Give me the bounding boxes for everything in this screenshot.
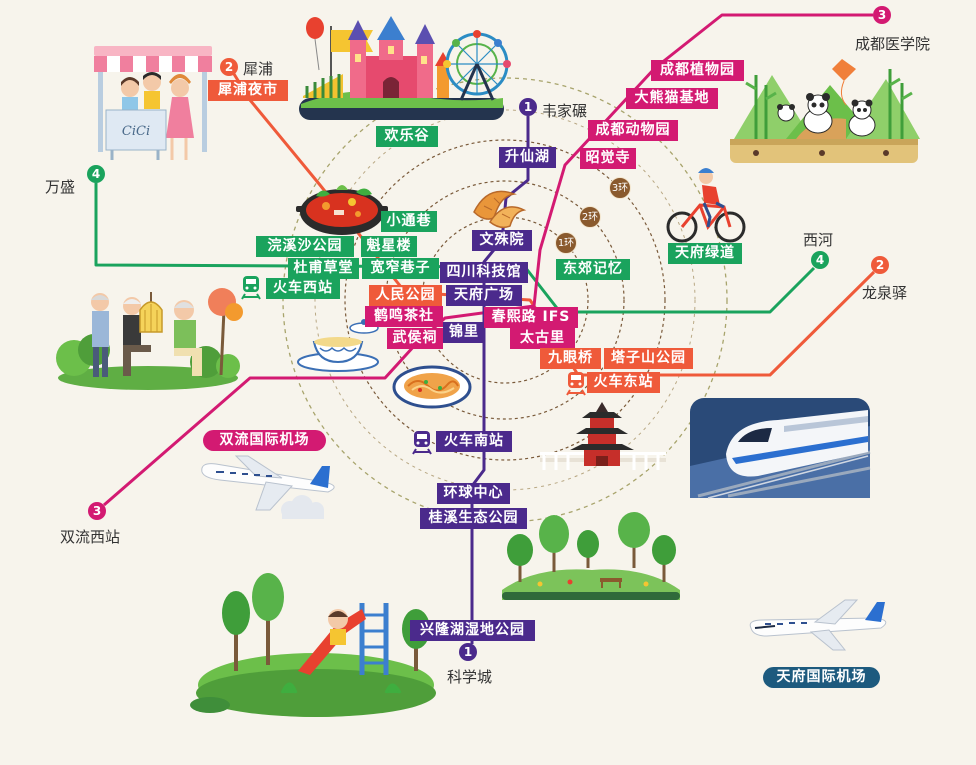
- balloon: [306, 17, 324, 39]
- station-tianfu-greenway: 天府绿道: [668, 243, 742, 264]
- terminal-name-xipu: 犀浦: [243, 60, 274, 78]
- tea-set-illustration: [297, 319, 379, 372]
- station-guixi-park: 桂溪生态公园: [420, 508, 527, 529]
- playground-illustration: [190, 573, 436, 717]
- panda-3: [777, 104, 795, 122]
- train-body: [726, 410, 868, 477]
- line-3-track: [103, 13, 873, 507]
- elder-left: [91, 293, 109, 377]
- line-2-terminal-east: 2: [871, 256, 889, 274]
- station-botanical-garden: 成都植物园: [651, 60, 744, 81]
- happy-valley-amusement-park-illustration: [299, 16, 511, 120]
- terminal-name-xihe: 西河: [803, 231, 834, 249]
- ferris-wheel: [443, 30, 511, 101]
- ring-road-badge-3: 3环: [609, 177, 631, 199]
- terminal-name-shuangliu-west: 双流西站: [60, 528, 121, 546]
- terminal-name-chengdu-medical: 成都医学院: [855, 35, 931, 53]
- line-4-terminal-west: 4: [87, 165, 105, 183]
- station-xipu-night-market: 犀浦夜市: [208, 80, 288, 101]
- station-kuanzhai-alley: 宽窄巷子: [362, 258, 439, 279]
- station-shuangliu-airport: 双流国际机场: [203, 430, 326, 451]
- panda-1: [803, 93, 833, 134]
- line-2-terminal-west: 2: [220, 58, 238, 76]
- train-icon: [241, 276, 261, 300]
- panda-2: [848, 99, 876, 137]
- bamboo: [745, 69, 913, 139]
- station-shengxianhu: 升仙湖: [499, 147, 556, 168]
- park-bench: [600, 578, 622, 588]
- line-4-track: [94, 183, 816, 314]
- line-3-terminal-north: 3: [873, 6, 891, 24]
- station-xiaotong-lane: 小通巷: [381, 211, 437, 232]
- panda-base-illustration: [730, 59, 920, 163]
- station-zhaojue-temple: 昭觉寺: [580, 148, 636, 169]
- tianfu-airplane-illustration: [749, 599, 887, 651]
- high-speed-train-illustration: [690, 398, 871, 499]
- terminal-name-weijianian: 韦家碾: [542, 102, 588, 120]
- station-heming-teahouse: 鹤鸣茶社: [365, 306, 443, 327]
- station-jinli: 锦里: [443, 322, 485, 343]
- ring-road-badge-2: 2环: [579, 206, 601, 228]
- stall-awning: [94, 56, 212, 72]
- line-1-terminal-south: 1: [459, 643, 477, 661]
- terminal-name-kexuecheng: 科学城: [447, 668, 493, 686]
- cloud: [281, 495, 324, 519]
- xipu-night-market-stall-illustration: CiCi: [94, 46, 212, 160]
- station-kuixing-tower: 魁星楼: [361, 236, 417, 257]
- station-tazishan-park: 塔子山公园: [604, 348, 693, 369]
- station-chunxi-ifs: 春熙路 IFS: [484, 307, 578, 328]
- train-icon: [412, 431, 432, 455]
- station-science-museum: 四川科技馆: [440, 262, 528, 283]
- elder-middle: [123, 297, 151, 376]
- elder-right: [174, 300, 202, 376]
- station-huanxisha-park: 浣溪沙公园: [256, 236, 354, 257]
- line-1-terminal-north: 1: [519, 98, 537, 116]
- line-4-terminal-east: 4: [811, 251, 829, 269]
- station-peoples-park: 人民公园: [369, 285, 442, 306]
- noodle-plate-illustration: [392, 365, 472, 409]
- station-zoo: 成都动物园: [588, 120, 678, 141]
- guixi-park-illustration: [502, 512, 680, 600]
- station-wenshu-temple: 文殊院: [472, 230, 532, 251]
- hotpot-illustration: [296, 185, 388, 235]
- station-tianfu-square: 天府广场: [446, 285, 522, 306]
- train-icon: [566, 372, 586, 396]
- station-jiuyan-bridge: 九眼桥: [540, 348, 601, 369]
- shuangliu-airplane-illustration: [201, 455, 335, 519]
- kite: [832, 59, 856, 81]
- station-wuhou-shrine: 武侯祠: [387, 328, 443, 349]
- ring-road-badge-1: 1环: [555, 232, 577, 254]
- station-xinglong-lake: 兴隆湖湿地公园: [410, 620, 535, 641]
- pastry-illustration: [473, 190, 527, 229]
- elders-park-illustration: [56, 288, 243, 390]
- child: [328, 609, 348, 645]
- station-east-railway: 火车东站: [587, 372, 660, 393]
- stall-sign: CiCi: [122, 124, 150, 139]
- station-happy-valley: 欢乐谷: [376, 126, 438, 147]
- station-west-railway: 火车西站: [266, 278, 340, 299]
- pagoda-illustration: [540, 402, 666, 470]
- station-panda-base: 大熊猫基地: [626, 88, 718, 109]
- cyclist-illustration: [666, 168, 746, 243]
- terminal-name-longquanyi: 龙泉驿: [862, 284, 908, 302]
- station-dufu-cottage: 杜甫草堂: [288, 258, 359, 279]
- line-2-track: [232, 73, 876, 377]
- station-tianfu-airport: 天府国际机场: [763, 667, 880, 688]
- terminal-name-wansheng: 万盛: [45, 178, 76, 196]
- station-global-center: 环球中心: [437, 483, 510, 504]
- station-east-suburb-memory: 东郊记忆: [556, 259, 630, 280]
- station-south-railway: 火车南站: [436, 431, 512, 452]
- station-taikoo-li: 太古里: [510, 328, 575, 349]
- line-3-terminal-south: 3: [88, 502, 106, 520]
